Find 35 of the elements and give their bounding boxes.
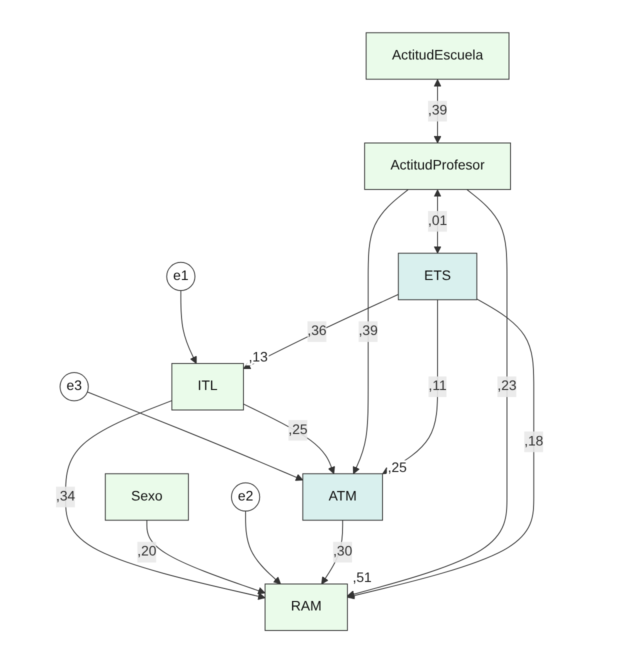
arrow xyxy=(244,510,281,584)
node-circle: e2 xyxy=(230,482,260,512)
node-box: ActitudProfesor xyxy=(364,142,511,190)
edge-label: ,20 xyxy=(136,544,156,560)
edge-label: ,18 xyxy=(524,434,543,449)
node-box: RAM xyxy=(264,584,348,631)
edge-label: ,11 xyxy=(428,378,446,394)
arrow xyxy=(86,392,303,481)
edge-label: ,39 xyxy=(358,324,378,339)
coefficient-label: ,51 xyxy=(352,570,372,586)
node-circle: e3 xyxy=(59,372,88,402)
edge-label: ,01 xyxy=(428,214,447,228)
arrow xyxy=(180,290,196,364)
arrow xyxy=(146,520,266,594)
arrow xyxy=(242,404,335,474)
coefficient-label: ,25 xyxy=(387,460,406,475)
arrow xyxy=(320,520,343,584)
coefficient-label: ,13 xyxy=(248,350,268,365)
node-box: ActitudEscuela xyxy=(365,32,510,80)
edge-label: ,30 xyxy=(332,544,352,560)
arrow xyxy=(242,294,398,370)
node-box: ETS xyxy=(398,252,477,300)
node-box: ITL xyxy=(171,363,244,410)
arrow xyxy=(352,189,408,474)
node-box: Sexo xyxy=(104,473,188,521)
edge-label: ,36 xyxy=(307,324,326,339)
edge-label: ,25 xyxy=(288,422,308,438)
arrow xyxy=(64,400,266,600)
edge-label: ,39 xyxy=(428,103,447,118)
arrow xyxy=(346,189,507,598)
node-circle: e1 xyxy=(166,262,195,292)
edge-label: ,34 xyxy=(56,489,75,504)
node-box: ATM xyxy=(302,473,383,521)
edge-label: ,23 xyxy=(496,378,516,394)
arrow xyxy=(433,190,441,254)
